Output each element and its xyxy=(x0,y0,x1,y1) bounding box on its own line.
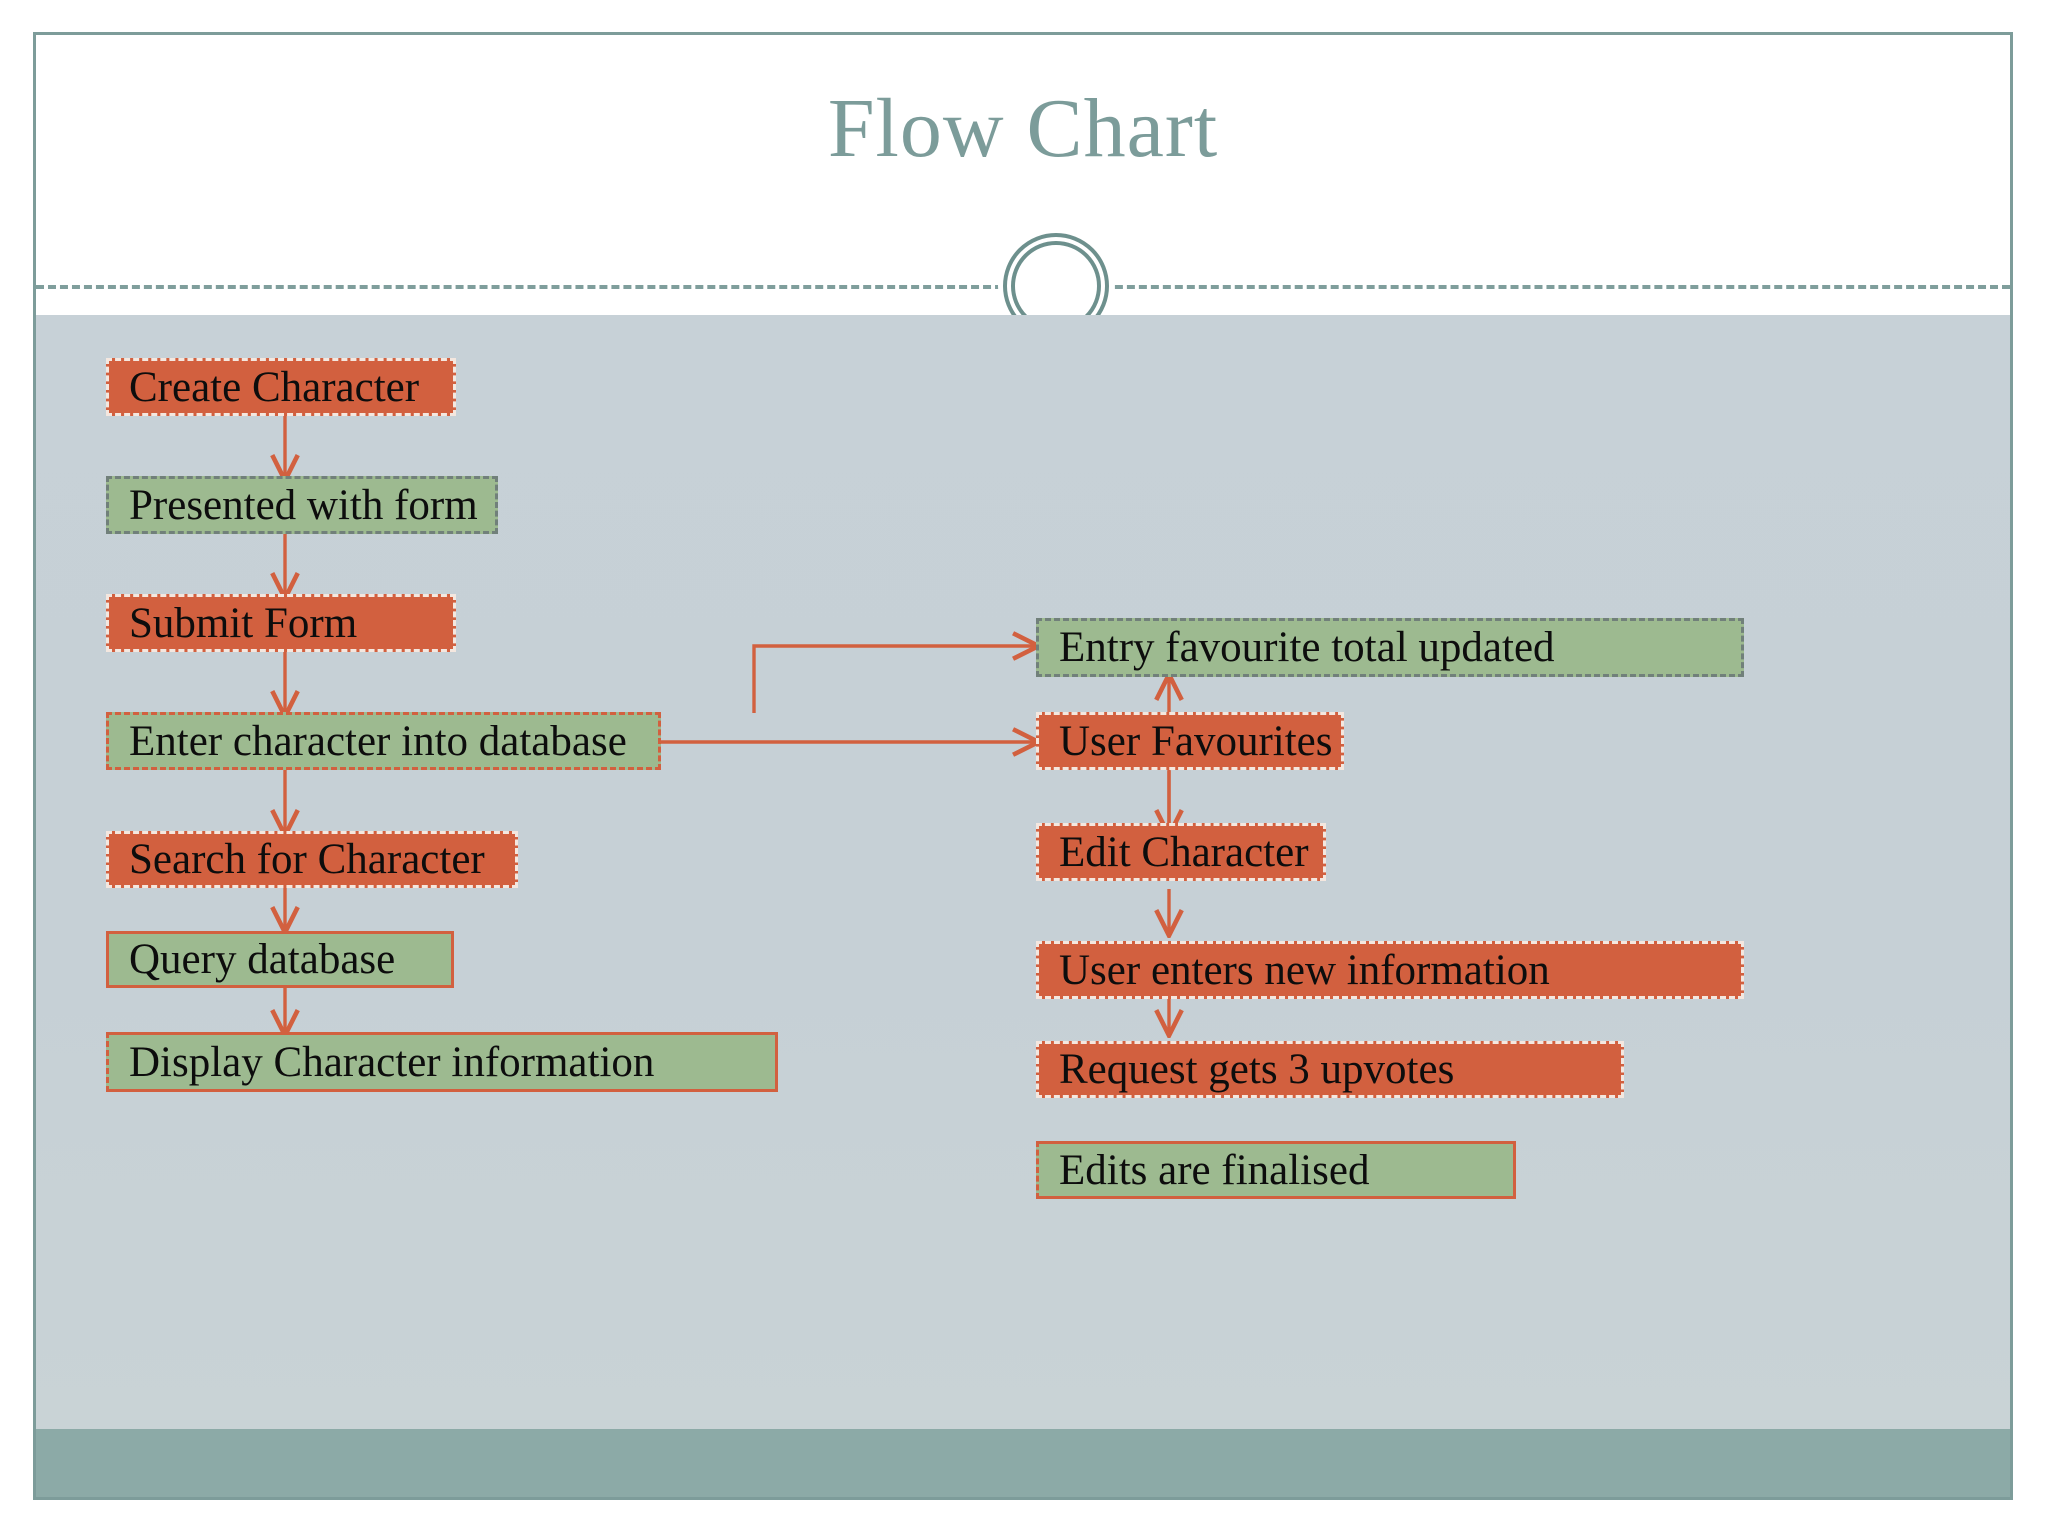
node-label: Entry favourite total updated xyxy=(1059,624,1555,671)
node-query-database[interactable]: Query database xyxy=(106,931,454,988)
node-label: Edits are finalised xyxy=(1059,1146,1370,1194)
node-label: Presented with form xyxy=(129,481,478,529)
node-display-character-information[interactable]: Display Character information xyxy=(106,1032,778,1092)
node-entry-favourite-total-updated[interactable]: Entry favourite total updated xyxy=(1036,618,1744,677)
node-submit-form[interactable]: Submit Form xyxy=(106,594,456,652)
node-request-gets-3-upvotes[interactable]: Request gets 3 upvotes xyxy=(1036,1041,1624,1098)
footer-accent-bar xyxy=(36,1429,2010,1497)
node-user-enters-new-information[interactable]: User enters new information xyxy=(1036,941,1744,999)
node-edits-are-finalised[interactable]: Edits are finalised xyxy=(1036,1141,1516,1199)
flowchart-canvas: Create Character Presented with form Sub… xyxy=(36,315,2010,1433)
node-label: Edit Character xyxy=(1059,828,1309,876)
node-label: Enter character into database xyxy=(129,717,627,765)
node-presented-with-form[interactable]: Presented with form xyxy=(106,476,498,534)
slide-frame: Flow Chart xyxy=(33,32,2013,1500)
node-label: User Favourites xyxy=(1059,717,1333,765)
node-label: Display Character information xyxy=(129,1038,655,1086)
node-edit-character[interactable]: Edit Character xyxy=(1036,823,1326,881)
node-label: Submit Form xyxy=(129,599,358,647)
edge-enter-to-favourites xyxy=(752,646,1036,713)
node-label: User enters new information xyxy=(1059,946,1550,994)
node-label: Create Character xyxy=(129,363,420,411)
node-create-character[interactable]: Create Character xyxy=(106,358,456,416)
node-search-for-character[interactable]: Search for Character xyxy=(106,831,518,888)
page-title: Flow Chart xyxy=(827,82,1219,175)
node-label: Search for Character xyxy=(129,836,485,883)
node-enter-character-into-database[interactable]: Enter character into database xyxy=(106,712,661,770)
node-label: Request gets 3 upvotes xyxy=(1059,1046,1455,1093)
node-user-favourites[interactable]: User Favourites xyxy=(1036,712,1344,770)
node-label: Query database xyxy=(129,936,396,983)
